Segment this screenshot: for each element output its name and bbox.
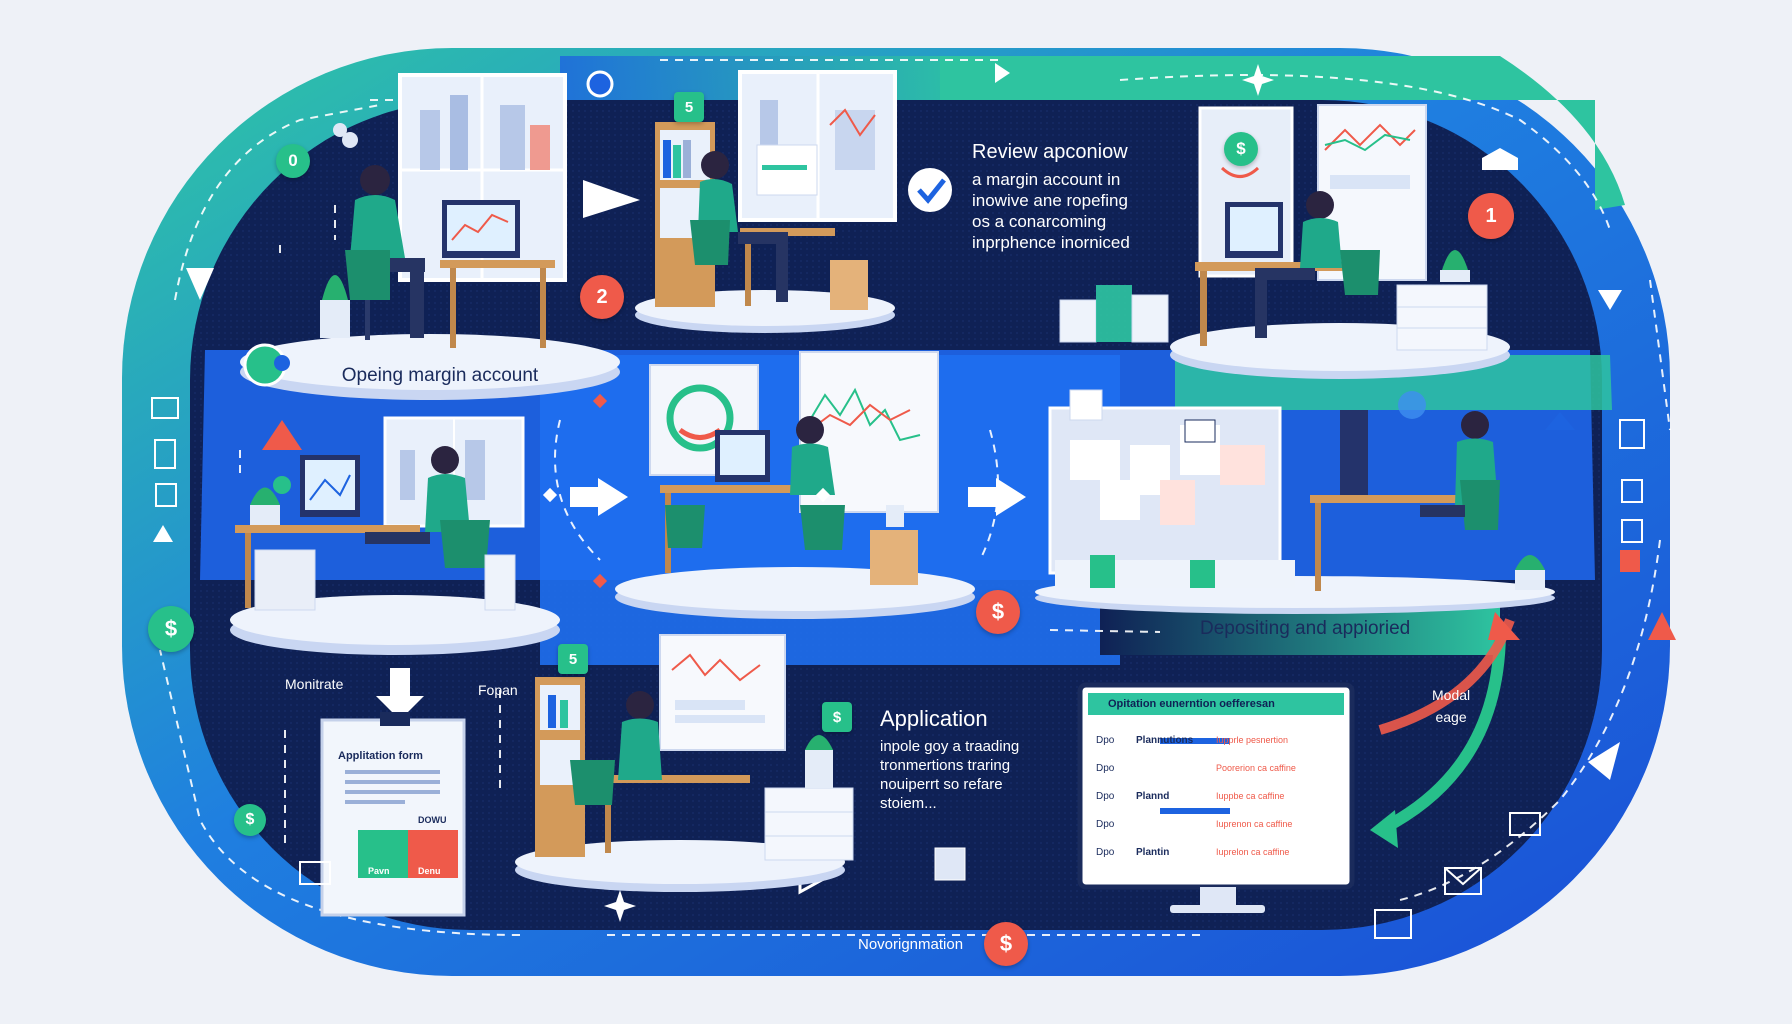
step-badge-0: 0 — [276, 144, 310, 178]
scene-office-5 — [649, 351, 939, 585]
scene-office-6 — [1048, 389, 1545, 591]
application-line: inpole goy a traading — [880, 738, 1020, 755]
step-badge-5-bottom: 5 — [558, 644, 588, 674]
review-block: Review apconiow a margin account in inow… — [972, 142, 1130, 253]
application-heading: Application — [880, 706, 988, 731]
scene-office-4 — [235, 416, 525, 611]
scene-office-2 — [655, 70, 897, 310]
row-right: Poorerion ca caffine — [1216, 763, 1296, 773]
platform-5 — [615, 567, 975, 619]
label-monitor-left: Monitrate — [285, 676, 344, 692]
row-key: Dpo — [1096, 734, 1115, 746]
row-right: Iuppbe ca caffine — [1216, 791, 1285, 801]
application-form — [320, 712, 466, 917]
row-key: Dpo — [1096, 790, 1115, 802]
table-row: Dpo Plannd Iuppbe ca caffine — [1096, 782, 1336, 810]
row-right: Iuprelon ca caffine — [1216, 847, 1290, 857]
label-modal-line: Modal — [1432, 687, 1471, 703]
table-row: Dpo Plannutions Iupprle pesnertion — [1096, 726, 1336, 754]
label-form-left: Fopan — [478, 682, 518, 698]
top-band — [940, 56, 1625, 210]
review-line: inowive ane ropefing — [972, 191, 1128, 210]
row-value: Plantin — [1136, 846, 1170, 858]
label-modal-line: eage — [1435, 709, 1467, 725]
application-block: Application inpole goy a traading tronme… — [880, 708, 1019, 813]
row-value: Plannd — [1136, 790, 1170, 802]
label-depositing: Depositing and appioried — [1200, 618, 1411, 639]
label-modal: Modal eage — [1432, 684, 1470, 728]
table-row: Dpo Poorerion ca caffine — [1096, 754, 1336, 782]
application-line: stoiem... — [880, 795, 937, 812]
desktop-monitor — [1077, 682, 1355, 913]
row-key: Dpo — [1096, 818, 1115, 830]
arrow-right-mid1 — [570, 478, 628, 516]
dollar-icon: $ — [234, 804, 266, 836]
step-badge-1: 1 — [1468, 193, 1514, 239]
dollar-icon: $ — [976, 590, 1020, 634]
scene-office-3 — [1195, 104, 1488, 351]
monitor-rows: Dpo Plannutions Iupprle pesnertion Dpo P… — [1096, 726, 1336, 866]
label-navigation: Novorignmation — [858, 936, 964, 953]
platform-1 — [240, 334, 620, 400]
platform-7 — [515, 840, 845, 892]
table-row: Dpo Plantin Iuprelon ca caffine — [1096, 838, 1336, 866]
row-right: Iuprenon ca caffine — [1216, 819, 1293, 829]
application-line: tronmertions traring — [880, 757, 1011, 774]
arrow-right-mid2 — [968, 478, 1026, 516]
review-heading: Review apconiow — [972, 141, 1128, 163]
arrow-down — [376, 668, 424, 720]
application-line: nouiperrt so refare — [880, 776, 1003, 793]
monitor-header: Opitation eunerntion oefferesan — [1108, 698, 1275, 710]
curved-arrow — [1377, 629, 1506, 836]
depositing-band — [1100, 605, 1500, 655]
review-line: inprphence inorniced — [972, 233, 1130, 252]
row-value: Plannutions — [1136, 734, 1194, 746]
cash-stacks — [1059, 285, 1169, 343]
dollar-icon: $ — [984, 922, 1028, 966]
row-key: Dpo — [1096, 846, 1115, 858]
dollar-icon: $ — [822, 702, 852, 732]
scene-office-1 — [320, 73, 567, 348]
label-opening-margin-account: Opeing margin account — [341, 365, 539, 386]
review-line: os a conarcoming — [972, 212, 1107, 231]
form-small-label: DOWU — [418, 815, 447, 825]
form-button-left[interactable]: Pavn — [368, 866, 390, 876]
form-button-right[interactable]: Denu — [418, 866, 441, 876]
scene-office-7 — [535, 634, 966, 881]
form-title: Applitation form — [338, 750, 423, 762]
table-row: Dpo Iuprenon ca caffine — [1096, 810, 1336, 838]
dollar-icon: $ — [1224, 132, 1258, 166]
review-line: a margin account in — [972, 170, 1121, 189]
arrow-right-top — [583, 180, 640, 218]
step-badge-5-top: 5 — [674, 92, 704, 122]
row-right: Iupprle pesnertion — [1216, 735, 1289, 745]
step-badge-2: 2 — [580, 275, 624, 319]
row-key: Dpo — [1096, 762, 1115, 774]
dollar-icon: $ — [148, 606, 194, 652]
